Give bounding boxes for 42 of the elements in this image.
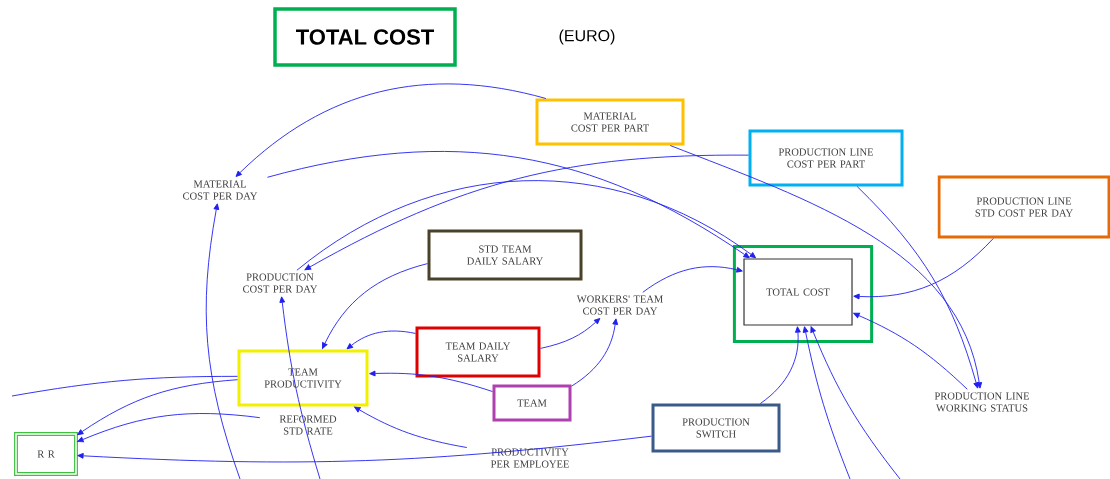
variable-label: MATERIAL COST PER DAY	[183, 180, 258, 200]
arrow	[856, 186, 979, 389]
highlight-frame	[732, 244, 874, 344]
variable-box: TEAM DAILY SALARY	[415, 326, 541, 378]
arrow	[304, 154, 749, 271]
arrow	[853, 238, 994, 300]
variable-label: PRODUCTION LINE WORKING STATUS	[934, 392, 1029, 412]
double-box: R R	[14, 432, 78, 476]
variable-box: PRODUCTION SWITCH	[651, 403, 781, 453]
arrow	[810, 326, 901, 479]
variable-box: PRODUCTION LINE STD COST PER DAY	[937, 175, 1110, 239]
variable-box: MATERIAL COST PER PART	[535, 98, 685, 146]
arrow	[77, 379, 238, 436]
variable-label: PRODUCTION COST PER DAY	[243, 273, 318, 293]
arrow	[642, 266, 743, 293]
stock-box: TOTAL COST	[743, 258, 853, 326]
title-box: TOTAL COST	[273, 7, 457, 67]
arrow	[346, 330, 416, 350]
unit-label: (EURO)	[559, 29, 615, 45]
connector-line	[11, 375, 238, 397]
variable-box: TEAM	[492, 384, 572, 422]
arrow	[369, 370, 493, 392]
arrow	[296, 180, 757, 271]
arrow	[77, 435, 652, 463]
arrow	[279, 296, 321, 479]
arrow	[540, 318, 601, 349]
arrow	[669, 145, 983, 389]
arrow	[205, 203, 241, 479]
variable-box: STD TEAM DAILY SALARY	[427, 229, 583, 281]
arrow	[354, 406, 468, 448]
arrow	[235, 83, 547, 177]
variable-box: PRODUCTION LINE COST PER PART	[748, 129, 904, 187]
arrow	[802, 326, 851, 479]
arrow	[571, 318, 619, 387]
arrow	[853, 312, 968, 390]
arrow	[77, 413, 261, 443]
variable-label: PRODUCTIVITY PER EMPLOYEE	[490, 448, 569, 468]
variable-label: REFORMED STD RATE	[279, 415, 337, 435]
arrow	[266, 150, 750, 259]
variable-label: WORKERS' TEAM COST PER DAY	[576, 295, 663, 315]
arrow	[322, 263, 428, 349]
arrow	[759, 326, 801, 404]
